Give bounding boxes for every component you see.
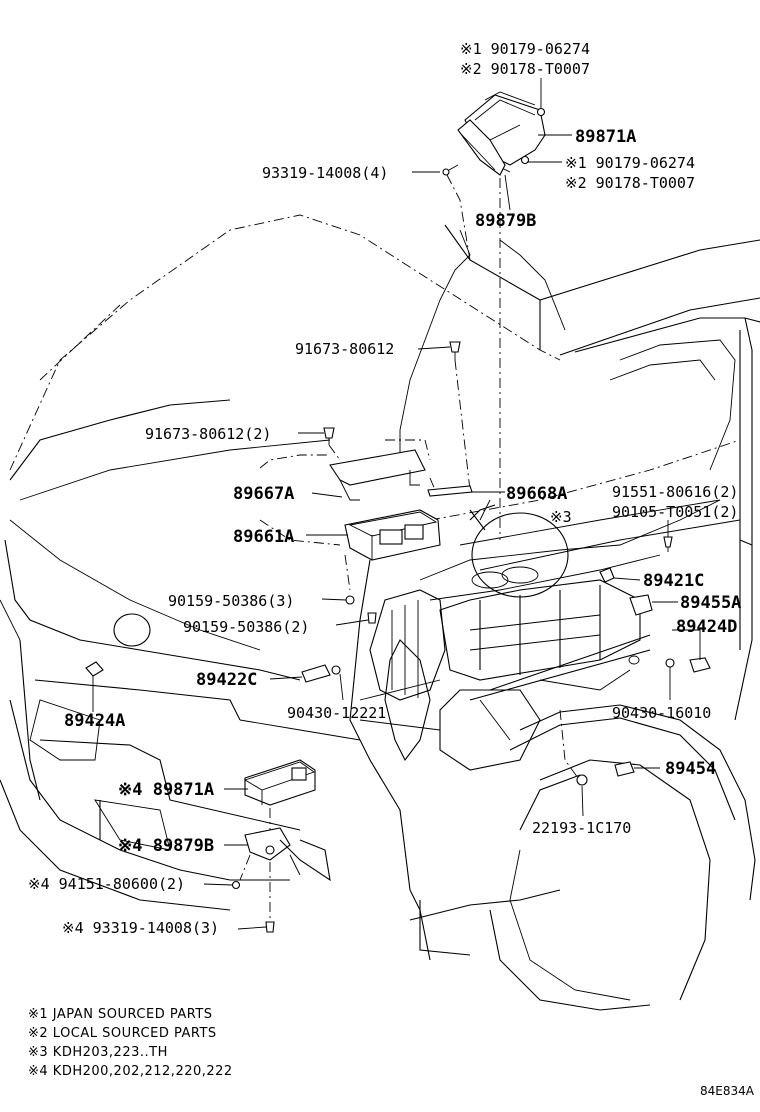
sensor-89455A — [629, 594, 653, 616]
label-l5: 89879B — [475, 211, 536, 231]
label-l8: 89667A — [233, 484, 294, 504]
label-l16: 90159-50386(2) — [183, 618, 309, 636]
sensor-89424D — [689, 657, 711, 673]
part-89871A-lower — [244, 759, 316, 806]
part-labels: ※1 90179-06274 ※2 90178-T0007 89871A 933… — [28, 40, 741, 937]
diagram-code: 84E834A — [700, 1084, 755, 1098]
label-l26: ※4 94151-80600(2) — [28, 875, 185, 893]
label-l7: 91673-80612(2) — [145, 425, 271, 443]
label-l19: 90430-12221 — [287, 704, 386, 722]
label-l10b: 90105-T0051(2) — [612, 503, 738, 521]
label-l27: ※4 93319-14008(3) — [62, 919, 219, 937]
label-l2: 89871A — [575, 127, 636, 147]
footnotes: ※1 JAPAN SOURCED PARTS ※2 LOCAL SOURCED … — [28, 1007, 233, 1079]
label-l23: ※4 89871A — [118, 780, 214, 800]
label-l15: 89455A — [680, 593, 741, 613]
label-l21: 89424A — [64, 711, 125, 731]
label-l13: 89421C — [643, 571, 704, 591]
bracket-89667A — [329, 449, 426, 486]
sensor-89454 — [614, 761, 635, 777]
label-l10a: 91551-80616(2) — [612, 483, 738, 501]
label-l20: 90430-16010 — [612, 704, 711, 722]
label-l12: 89661A — [233, 527, 294, 547]
label-l17: 89424D — [676, 617, 737, 637]
sensor-89421C — [599, 567, 615, 583]
part-89879B-top — [457, 119, 506, 176]
parts — [85, 91, 711, 933]
sensor-89424A — [85, 661, 104, 677]
note-1: ※1 JAPAN SOURCED PARTS — [28, 1007, 213, 1022]
note-2: ※2 LOCAL SOURCED PARTS — [28, 1026, 217, 1041]
label-l14: 90159-50386(3) — [168, 592, 294, 610]
note-4: ※4 KDH200,202,212,220,222 — [28, 1064, 233, 1079]
bolt-91673-80612 — [449, 341, 461, 353]
label-l11: ※3 — [550, 508, 572, 526]
label-l4b: ※2 90178-T0007 — [565, 174, 695, 192]
label-l18: 89422C — [196, 670, 257, 690]
bracket-89668A — [427, 485, 473, 497]
label-l1a: ※1 90179-06274 — [460, 40, 590, 58]
label-l22: 89454 — [665, 759, 716, 779]
leader-lines — [92, 78, 701, 930]
engine-assembly — [359, 439, 753, 771]
label-l25: ※4 89879B — [118, 836, 214, 856]
label-l1b: ※2 90178-T0007 — [460, 60, 590, 78]
label-l9: 89668A — [506, 484, 567, 504]
label-l3: 93319-14008(4) — [262, 164, 388, 182]
vehicle-body-outline — [0, 214, 760, 1011]
note-3: ※3 KDH203,223..TH — [28, 1045, 168, 1060]
label-l6: 91673-80612 — [295, 340, 394, 358]
part-89879B-lower — [244, 827, 291, 861]
sensor-89422C — [301, 664, 331, 683]
label-l24: 22193-1C170 — [532, 819, 631, 837]
label-l4a: ※1 90179-06274 — [565, 154, 695, 172]
